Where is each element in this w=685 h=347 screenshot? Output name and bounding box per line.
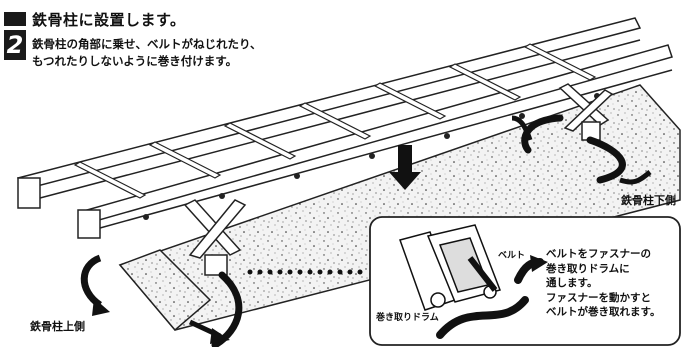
support-legs <box>183 83 614 276</box>
column-end-face <box>118 249 212 332</box>
step-description-line-1: 鉄骨柱の角部に乗せ、ベルトがねじれたり、 <box>32 37 262 51</box>
ladder <box>17 17 673 239</box>
ladder-rungs <box>73 43 597 199</box>
drum-label: 巻き取りドラム <box>376 313 439 323</box>
arrows <box>80 115 652 344</box>
step-title: 鉄骨柱に設置します。 <box>32 11 186 29</box>
dotted-connector <box>247 269 363 275</box>
step-description-line-2: もつれたりしないように巻き付けます。 <box>32 54 238 68</box>
step-number-badge: 2 <box>4 30 26 60</box>
column-upper-label: 鉄骨柱上側 <box>30 320 85 333</box>
column-lower-label: 鉄骨柱下側 <box>621 194 676 207</box>
fastener <box>399 224 501 311</box>
callout-line: ベルトが巻き取れます。 <box>546 306 661 318</box>
instruction-callout: ベルトをファスナーの 巻き取りドラムに 通します。 ファスナーを動かすと ベルト… <box>546 247 660 320</box>
callout-line: 巻き取りドラムに <box>546 262 630 275</box>
callout-line: 通します。 <box>546 277 598 289</box>
step-badge-top <box>4 12 26 26</box>
belt-label: ベルト <box>498 251 526 261</box>
callout-line: ベルトをファスナーの <box>546 248 651 260</box>
callout-line: ファスナーを動かすと <box>546 291 651 304</box>
